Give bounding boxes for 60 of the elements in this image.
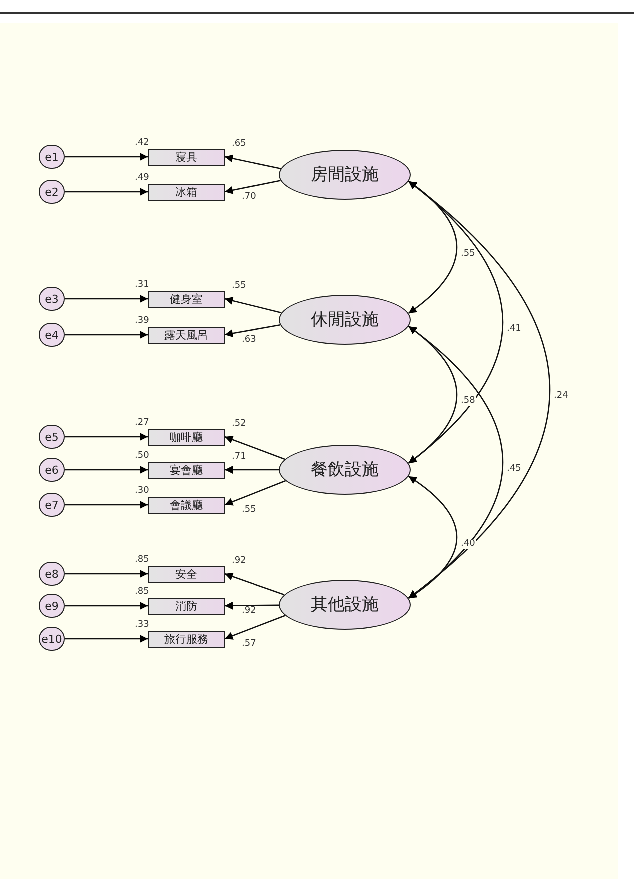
observed-variable-box: 健身室 — [148, 290, 225, 308]
path-arrow — [65, 331, 148, 339]
r-squared-value: .85 — [135, 588, 150, 596]
r-squared-value: .50 — [135, 452, 150, 460]
r-squared-value: .33 — [135, 620, 150, 630]
edge-label: .55 — [241, 506, 258, 515]
path-arrow — [224, 180, 281, 194]
covariance-arrow — [408, 180, 458, 314]
r-squared-value: .85 — [135, 556, 150, 564]
path-arrow — [65, 602, 148, 610]
edge-label: .65 — [231, 140, 248, 149]
edge-label: .45 — [506, 464, 522, 474]
path-arrow — [224, 324, 281, 338]
observed-variable-box: 咖啡廳 — [148, 428, 225, 446]
path-arrow — [225, 602, 280, 610]
observed-variable-box: 宴會廳 — [148, 462, 225, 478]
path-arrow — [65, 188, 148, 196]
covariance-arrow — [408, 476, 458, 600]
path-arrow — [65, 501, 148, 509]
edge-label: .92 — [241, 607, 258, 616]
edge-label: .92 — [231, 557, 248, 566]
edge-label: .55 — [460, 250, 476, 258]
edge-label: .71 — [231, 453, 248, 462]
observed-variable-box: 消防 — [148, 598, 225, 614]
observed-variable-box: 會議廳 — [148, 496, 225, 514]
path-arrow — [224, 615, 286, 640]
observed-variable-box: 冰箱 — [148, 184, 225, 200]
edge-label: .63 — [241, 336, 258, 345]
path-arrow — [65, 295, 148, 303]
covariance-arrow — [408, 326, 458, 464]
path-arrow — [65, 466, 148, 474]
path-arrow — [224, 572, 285, 596]
edge-label: .57 — [241, 640, 258, 649]
path-arrow — [225, 466, 279, 474]
r-squared-value: .49 — [135, 174, 150, 182]
covariance-arrow — [408, 326, 504, 600]
r-squared-value: .27 — [135, 418, 150, 428]
edge-label: .58 — [460, 397, 476, 406]
path-arrow — [65, 635, 148, 643]
observed-variable-box: 旅行服務 — [148, 630, 225, 648]
edge-label: .24 — [553, 392, 570, 401]
path-arrow — [65, 433, 148, 441]
edge-label: .55 — [231, 282, 248, 291]
path-arrow — [65, 570, 148, 578]
observed-variable-box: 安全 — [148, 566, 225, 582]
path-arrow — [224, 297, 282, 314]
path-arrow — [224, 436, 286, 460]
r-squared-value: .42 — [135, 138, 150, 148]
edge-label: .41 — [506, 324, 522, 334]
r-squared-value: .31 — [135, 280, 150, 290]
r-squared-value: .30 — [135, 486, 150, 496]
edge-label: .70 — [241, 193, 258, 202]
path-arrow — [65, 153, 148, 161]
r-squared-value: .39 — [135, 316, 150, 326]
observed-variable-box: 寢具 — [148, 148, 225, 166]
edge-label: .40 — [460, 540, 476, 548]
edge-label: .52 — [231, 420, 248, 429]
path-arrow — [224, 154, 282, 170]
observed-variable-box: 露天風呂 — [148, 326, 225, 344]
path-arrow — [224, 480, 286, 506]
